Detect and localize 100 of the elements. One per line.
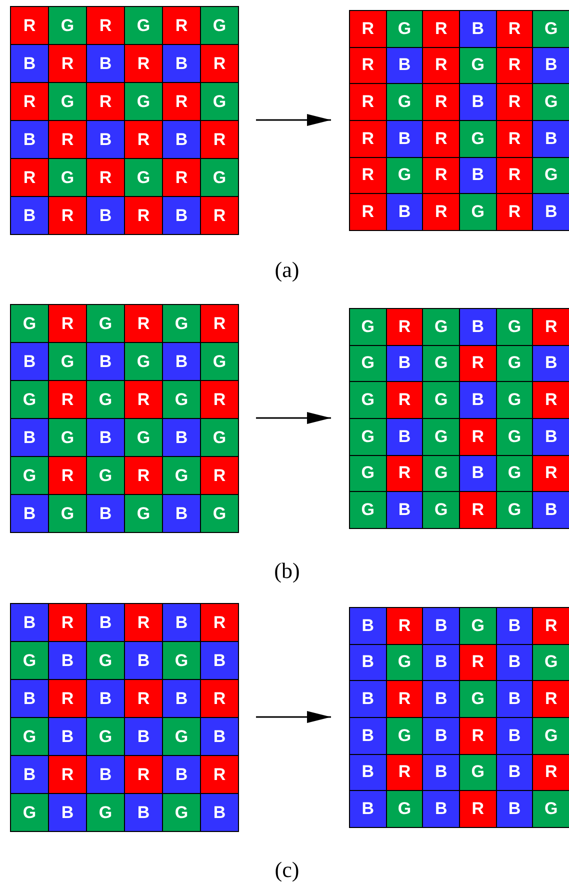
- pixel-cell: B: [10, 196, 49, 235]
- pixel-cell: R: [200, 755, 239, 794]
- pixel-cell: B: [422, 754, 460, 792]
- pixel-cell: G: [48, 82, 87, 121]
- pixel-cell: R: [349, 193, 387, 231]
- pixel-cell: B: [10, 494, 49, 533]
- pixel-cell: B: [162, 342, 201, 381]
- pixel-cell: B: [86, 603, 125, 642]
- pixel-cell: G: [496, 454, 534, 492]
- pixel-cell: R: [532, 308, 569, 346]
- pixel-cell: B: [422, 790, 460, 828]
- pixel-cell: R: [48, 196, 87, 235]
- pixel-cell: R: [422, 120, 460, 158]
- pixel-cell: B: [10, 603, 49, 642]
- pixel-cell: B: [162, 418, 201, 457]
- pixel-cell: R: [459, 717, 497, 755]
- pixel-cell: R: [124, 380, 163, 419]
- pixel-cell: G: [86, 380, 125, 419]
- pixel-cell: B: [459, 83, 497, 121]
- pixel-cell: R: [124, 755, 163, 794]
- pixel-cell: R: [48, 755, 87, 794]
- pixel-cell: B: [532, 418, 569, 456]
- pixel-cell: R: [422, 46, 460, 84]
- pixel-cell: R: [496, 10, 534, 48]
- pixel-cell: R: [496, 193, 534, 231]
- pixel-cell: G: [200, 82, 239, 121]
- pixel-cell: G: [349, 308, 387, 346]
- pixel-cell: G: [200, 494, 239, 533]
- color-filter-grid: [10, 304, 238, 532]
- pixel-cell: G: [422, 491, 460, 529]
- pixel-cell: B: [86, 120, 125, 159]
- pixel-cell: G: [422, 454, 460, 492]
- pixel-cell: G: [48, 342, 87, 381]
- pixel-cell: G: [349, 344, 387, 382]
- pixel-cell: R: [124, 196, 163, 235]
- pixel-cell: G: [386, 10, 424, 48]
- pixel-cell: R: [200, 120, 239, 159]
- pixel-cell: R: [162, 6, 201, 45]
- pixel-cell: B: [386, 418, 424, 456]
- pixel-cell: R: [200, 679, 239, 718]
- pixel-cell: B: [10, 44, 49, 83]
- pixel-cell: B: [200, 641, 239, 680]
- pixel-cell: R: [386, 680, 424, 718]
- pixel-cell: B: [10, 342, 49, 381]
- pixel-cell: R: [200, 603, 239, 642]
- pixel-cell: B: [386, 491, 424, 529]
- pixel-cell: G: [386, 717, 424, 755]
- arrow: [256, 711, 331, 723]
- pixel-cell: G: [459, 120, 497, 158]
- pixel-cell: B: [532, 46, 569, 84]
- pixel-cell: G: [86, 793, 125, 832]
- pixel-cell: G: [124, 342, 163, 381]
- pixel-cell: G: [162, 641, 201, 680]
- pixel-cell: B: [162, 494, 201, 533]
- pixel-cell: R: [48, 679, 87, 718]
- pixel-cell: G: [459, 607, 497, 645]
- pixel-cell: B: [10, 418, 49, 457]
- pixel-cell: G: [86, 304, 125, 343]
- color-filter-grid: [349, 607, 569, 827]
- pixel-cell: B: [86, 679, 125, 718]
- pixel-cell: G: [532, 790, 569, 828]
- pixel-cell: B: [10, 120, 49, 159]
- color-filter-grid: [10, 6, 238, 234]
- pixel-cell: B: [48, 793, 87, 832]
- pixel-cell: B: [459, 381, 497, 419]
- pixel-cell: G: [496, 418, 534, 456]
- pixel-cell: R: [349, 46, 387, 84]
- pixel-cell: R: [10, 6, 49, 45]
- pixel-cell: G: [48, 418, 87, 457]
- pixel-cell: G: [496, 308, 534, 346]
- pixel-cell: G: [532, 156, 569, 194]
- pixel-cell: R: [124, 679, 163, 718]
- pixel-cell: R: [124, 44, 163, 83]
- pixel-cell: R: [48, 44, 87, 83]
- pixel-cell: G: [386, 644, 424, 682]
- arrow: [256, 114, 331, 126]
- pixel-cell: R: [386, 454, 424, 492]
- pixel-cell: G: [200, 418, 239, 457]
- pixel-cell: R: [48, 456, 87, 495]
- pixel-cell: R: [496, 156, 534, 194]
- pixel-cell: B: [48, 641, 87, 680]
- pixel-cell: B: [10, 679, 49, 718]
- pixel-cell: R: [200, 456, 239, 495]
- pixel-cell: B: [86, 44, 125, 83]
- pixel-cell: B: [349, 680, 387, 718]
- pixel-cell: B: [496, 644, 534, 682]
- pixel-cell: R: [532, 754, 569, 792]
- pixel-cell: G: [386, 790, 424, 828]
- pixel-cell: B: [162, 679, 201, 718]
- color-filter-grid: [10, 603, 238, 831]
- pixel-cell: R: [496, 46, 534, 84]
- pixel-cell: G: [349, 491, 387, 529]
- pixel-cell: R: [422, 10, 460, 48]
- color-filter-grid: [349, 308, 569, 528]
- pixel-cell: B: [386, 46, 424, 84]
- pixel-cell: B: [48, 717, 87, 756]
- pixel-cell: R: [422, 156, 460, 194]
- pixel-cell: B: [496, 607, 534, 645]
- pixel-cell: B: [532, 344, 569, 382]
- pixel-cell: R: [422, 193, 460, 231]
